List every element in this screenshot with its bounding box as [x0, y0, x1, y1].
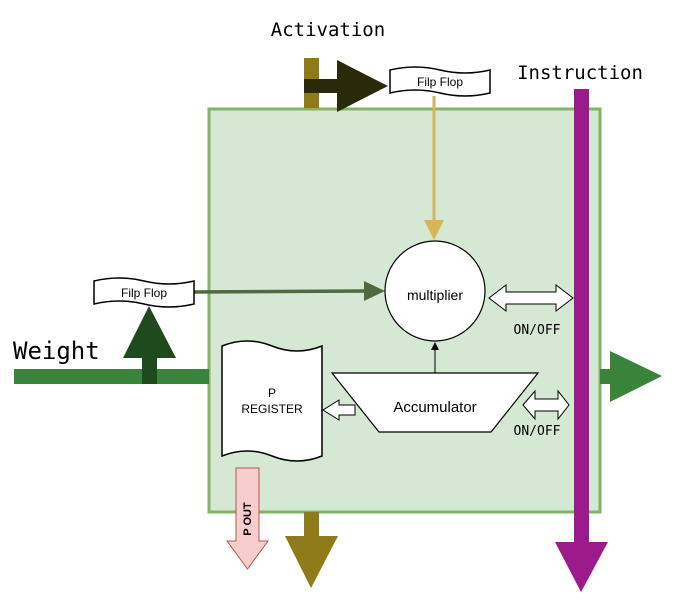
instruction-arrow [555, 89, 608, 592]
flipflop-top-label: Filp Flop [417, 75, 463, 89]
weight-output-arrow [600, 351, 662, 402]
multiplier-label: multiplier [407, 287, 463, 303]
onoff-accumulator-label: ON/OFF [514, 424, 561, 439]
flipflop-top: Filp Flop [389, 66, 491, 97]
activation-to-flipflop-arrow [304, 60, 388, 112]
onoff-multiplier-switch: ON/OFF [488, 283, 574, 338]
flipflop-left-to-multiplier-arrow [193, 281, 385, 301]
activation-output-arrow [285, 512, 338, 588]
weight-label: Weight [13, 337, 100, 365]
p-out-arrow: P OUT [226, 467, 269, 570]
flipflop-left: Filp Flop [93, 277, 195, 308]
instruction-label: Instruction [517, 62, 643, 84]
onoff-accumulator-switch: ON/OFF [514, 389, 570, 439]
flipflop-to-multiplier-arrow [424, 96, 444, 240]
onoff-multiplier-label: ON/OFF [514, 323, 561, 338]
weight-to-flipflop-arrow [123, 306, 176, 384]
accumulator-label: Accumulator [393, 399, 476, 416]
multiplier: multiplier [384, 240, 486, 342]
accumulator-to-multiplier-arrow [431, 342, 439, 373]
accumulator-to-register-arrow [322, 399, 356, 421]
p-register: P REGISTER [221, 340, 323, 462]
weight-input-bar [14, 369, 209, 384]
p-register-label-line2: REGISTER [241, 402, 303, 416]
accumulator: Accumulator [330, 372, 540, 433]
activation-label: Activation [271, 19, 385, 41]
p-register-label-line1: P [268, 386, 276, 400]
flipflop-left-label: Filp Flop [121, 286, 167, 300]
p-out-label: P OUT [242, 502, 254, 536]
